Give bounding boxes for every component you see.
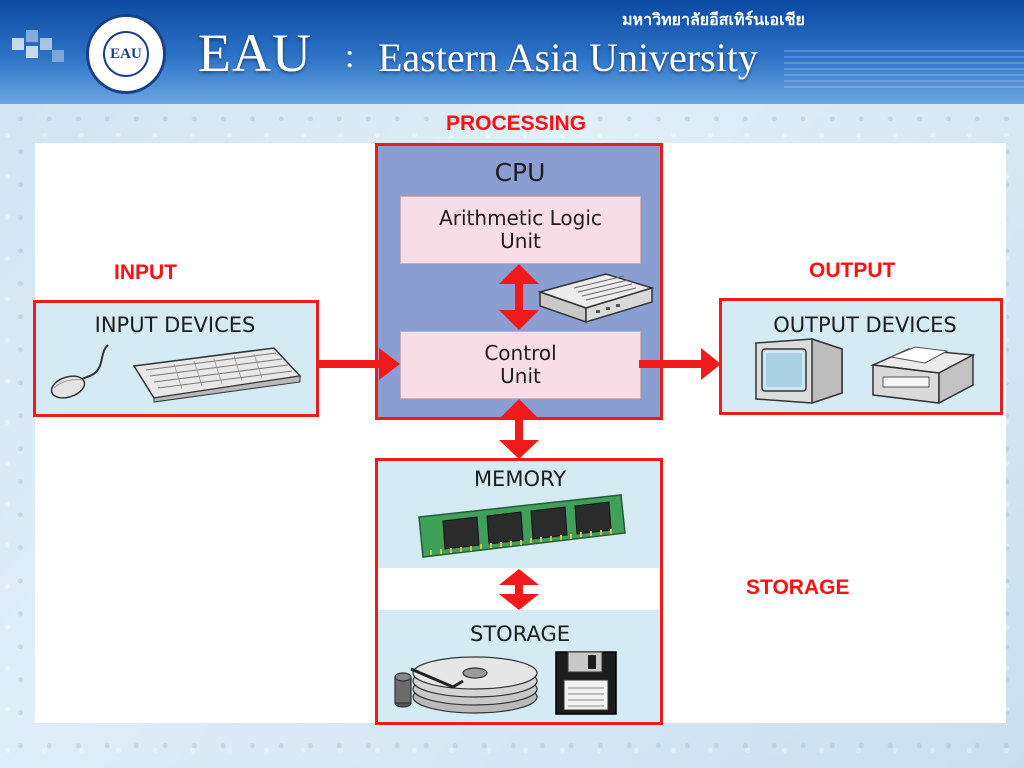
label-processing: PROCESSING [446,112,587,135]
ram-icon [418,494,626,558]
floppy-disk-icon [555,651,617,715]
header-banner: EAU EAU : Eastern Asia University มหาวิท… [0,0,1024,104]
keyboard-icon [132,347,302,403]
control-unit-box: Control Unit [400,331,641,399]
header-stripes [784,50,1024,90]
memory-title: MEMORY [473,467,567,491]
arrow-alu-control [499,264,539,330]
storage-title: STORAGE [470,622,570,646]
seal-text: EAU [103,31,149,77]
mouse-icon [50,344,109,399]
modem-icon [537,273,655,324]
thai-title: มหาวิทยาลัยอีสเทิร์นเอเชีย [622,10,805,29]
alu-line-2: Unit [500,229,541,253]
brand-abbreviation: EAU [198,23,312,83]
decorative-squares [8,30,68,80]
label-output: OUTPUT [809,259,896,282]
control-unit-line-2: Unit [500,364,541,388]
hard-disk-icon [394,656,538,714]
alu-line-1: Arithmetic Logic [439,206,602,230]
alu-box: Arithmetic Logic Unit [400,196,641,264]
output-devices-title: OUTPUT DEVICES [773,313,957,337]
brand-colon: : [345,38,355,75]
university-seal: EAU [86,14,166,94]
brand-full-name: Eastern Asia University [378,35,758,80]
label-storage: STORAGE [746,576,850,599]
control-unit-line-1: Control [484,341,557,365]
input-devices-title: INPUT DEVICES [94,313,256,337]
cpu-title: CPU [494,158,546,187]
arrow-cpu-memory [499,399,539,459]
printer-icon [870,346,976,405]
label-input: INPUT [114,261,177,284]
arrow-input-to-cpu [319,348,400,380]
monitor-icon [755,337,843,405]
arrow-memory-storage [499,569,539,610]
arrow-cpu-to-output [639,348,721,380]
